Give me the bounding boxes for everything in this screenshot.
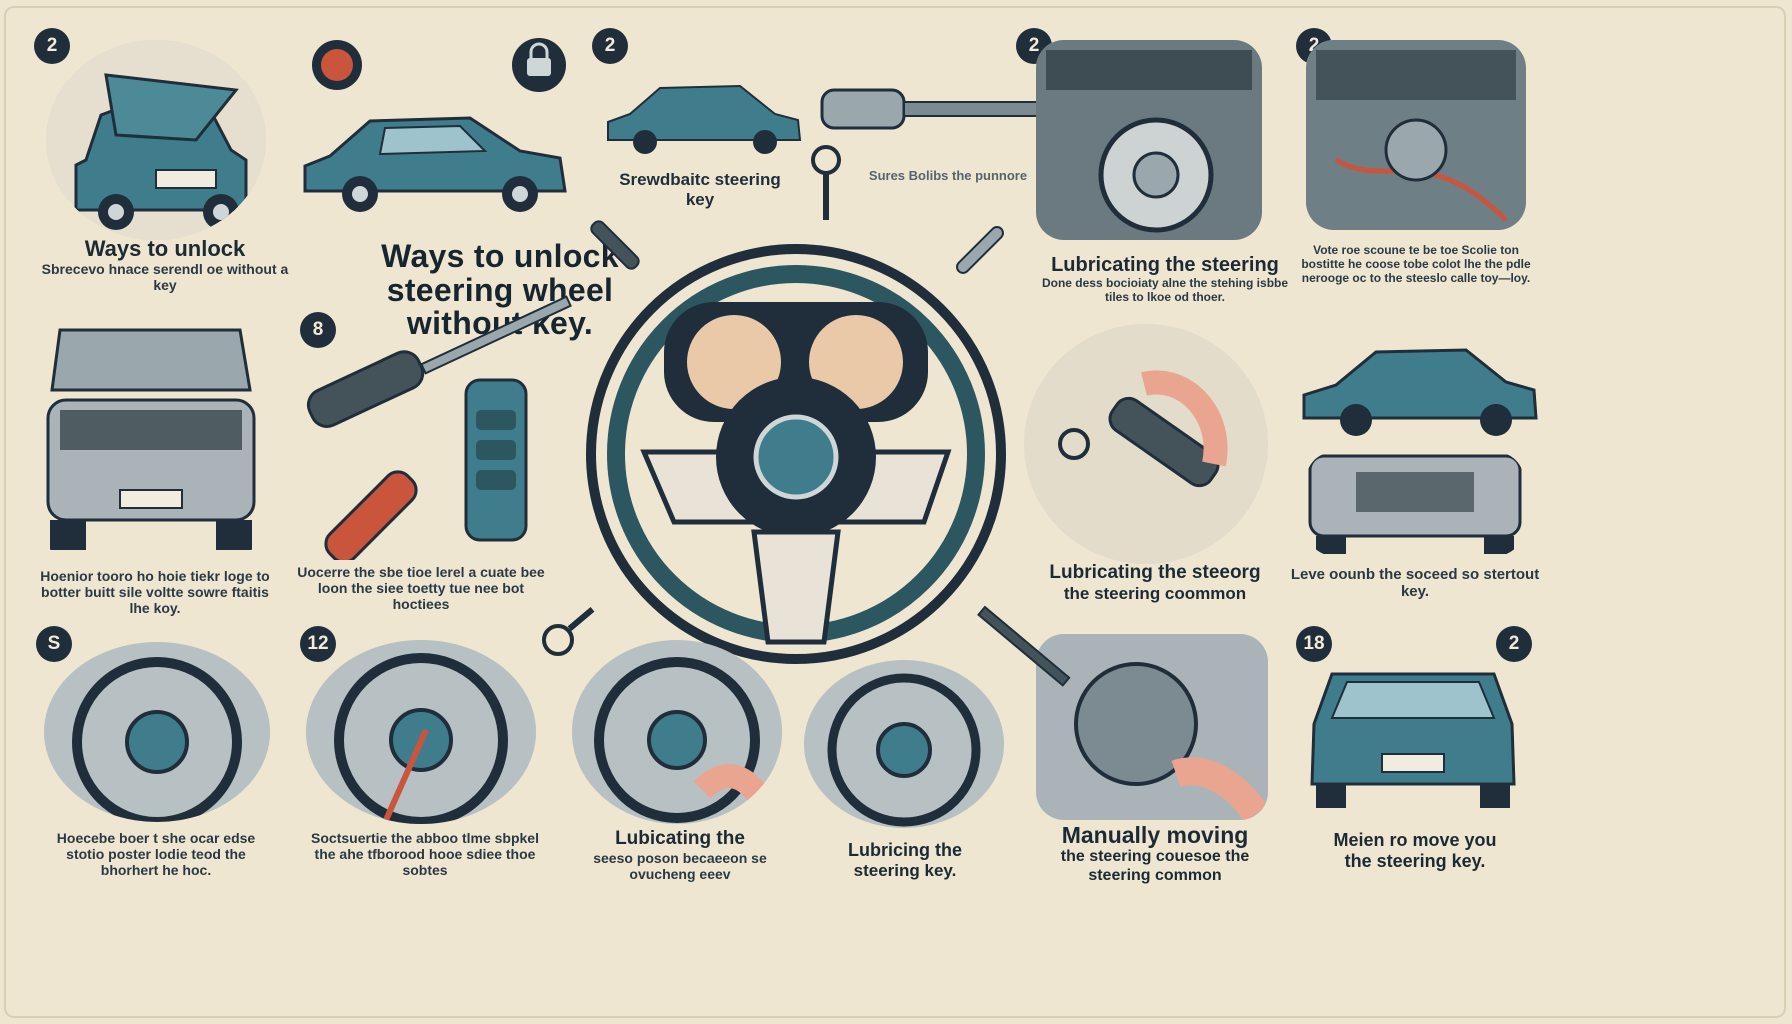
screwdriver-icon (306, 295, 572, 564)
step-badge-8: 18 (1296, 626, 1332, 662)
caption-body: Leve oounb the soceed so stertout key. (1290, 566, 1540, 601)
step-badge-6: S (36, 626, 72, 662)
steering-wheel-icon (572, 640, 782, 824)
small-screwdriver-left (580, 210, 650, 280)
caption-body: Vote roe scoune te be toe Scolie ton bos… (1301, 243, 1531, 285)
car-front-hood-open-illustration (40, 320, 262, 556)
alarm-icon-badge (312, 40, 362, 90)
steering-column-icon (1036, 40, 1262, 240)
steering-wheel-icon (586, 244, 1006, 664)
small-key-lower-left (536, 596, 606, 666)
caption-leve-oounb: Leve oounb the soceed so stertout key. (1290, 566, 1540, 601)
caption-vote-roe: Vote roe scoune te be toe Scolie ton bos… (1296, 243, 1536, 285)
caption-uocerre: Uocerre the sbe tioe lerel a cuate bee l… (296, 564, 546, 612)
lock-cylinder-hand-illustration (1036, 634, 1268, 820)
step-badge-7: 12 (300, 626, 336, 662)
caption-body: steering key. (853, 860, 957, 880)
caption-title: Meien ro move you (1333, 830, 1497, 850)
key-icon (811, 145, 841, 220)
caption-body: the steering key. (1344, 850, 1486, 871)
bolt-illustration (820, 84, 1070, 134)
car-icon (46, 328, 256, 550)
hand-icon (1036, 634, 1268, 820)
lock-icon (527, 42, 551, 76)
car-icon (1302, 348, 1538, 436)
small-car-illustration (600, 74, 805, 156)
car-front-teal-illustration (1302, 654, 1524, 814)
caption-body: Sbrecevo hnace serendl oe without a key (41, 261, 289, 294)
caption-body: the steering coommon (1063, 583, 1247, 603)
engine-wiring-illustration (1306, 40, 1526, 230)
caption-hoenior: Hoenior tooro ho hoie tiekr loge to bott… (30, 568, 280, 616)
steering-wheel-icon (306, 640, 536, 824)
central-steering-wheel (584, 242, 1008, 666)
dashboard-wheel-illustration-2 (306, 640, 536, 824)
caption-hoecebe: Hoecebe boer t she ocar edse stotio post… (36, 830, 276, 878)
key-icon (542, 607, 595, 656)
dashboard-wheel-illustration-3 (572, 640, 782, 824)
car-front-illustration (1306, 452, 1524, 556)
screwdriver-tools-illustration (296, 290, 586, 564)
key-icon-top (806, 144, 846, 224)
small-wrench-right (940, 210, 1020, 290)
caption-lubricating-steeorg: Lubricating the steeorg the steering coo… (1020, 562, 1290, 603)
wiring-icon (1306, 40, 1526, 230)
hand-icon (1024, 324, 1268, 564)
hand-with-screwdriver-illustration (1024, 324, 1268, 564)
steering-column-illustration (1036, 40, 1262, 240)
caption-body: Soctsuertie the abboo tlme sbpkel the ah… (311, 830, 539, 879)
small-tool-lower-right (960, 590, 1080, 700)
hero-car-illustration (290, 96, 575, 216)
caption-title: Manually moving (1061, 822, 1249, 848)
car-hood-open-illustration (46, 40, 266, 240)
dashboard-wheel-illustration-4 (804, 660, 1004, 828)
caption-body: Uocerre the sbe tioe lerel a cuate bee l… (297, 564, 545, 613)
wrench-icon (956, 226, 1004, 274)
caption-lubricating-steering: Lubricating the steering Done dess bocio… (1030, 254, 1300, 305)
step-badge-2: 2 (592, 28, 628, 64)
caption-lubricing-the: Lubricing the steering key. (800, 840, 1010, 880)
caption-screwdriver-key: Srewdbaitc steering key (619, 170, 781, 210)
screwdriver-icon (590, 220, 640, 270)
caption-sures-bolibs: Sures Bolibs the punnore (868, 168, 1028, 183)
caption-body: Hoecebe boer t she ocar edse stotio post… (56, 830, 256, 879)
caption-body: seeso poson becaeeon se ovucheng eeev (593, 849, 767, 882)
lock-icon-badge (512, 38, 566, 92)
car-icon (1310, 672, 1516, 808)
car-icon (1308, 454, 1522, 554)
caption-body: Hoenior tooro ho hoie tiekr loge to bott… (40, 568, 270, 617)
caption-body: Done dess bocioiaty alne the stehing isb… (1041, 276, 1289, 304)
side-car-illustration (1296, 340, 1541, 440)
caption-soctsuertie: Soctsuertie the abboo tlme sbpkel the ah… (300, 830, 550, 878)
caption-title: Lubricing the (848, 840, 962, 860)
caption-title: Lubricating the steering (1051, 254, 1279, 276)
step-badge-9: 2 (1496, 626, 1532, 662)
caption-title: Lubricating the steeorg (1049, 562, 1261, 583)
caption-title: Ways to unlock (84, 236, 246, 261)
caption-manually-moving: Manually moving the steering couesoe the… (1030, 822, 1280, 885)
bolt-icon (820, 88, 1065, 130)
caption-body: the steering couesoe the steering common (1060, 848, 1250, 884)
dashboard-wheel-illustration-1 (44, 642, 270, 822)
caption-lubicating-the: Lubicating the seeso poson becaeeon se o… (570, 828, 790, 882)
caption-meien-ro-move: Meien ro move you the steering key. (1290, 830, 1540, 871)
caption-title: Lubicating the (615, 828, 745, 849)
car-icon (46, 40, 266, 240)
page-frame (4, 6, 1786, 1018)
page-title: Ways to unlock steering wheel without ke… (381, 238, 619, 342)
steering-wheel-icon (804, 660, 1004, 828)
car-icon (303, 116, 567, 212)
screwdriver-icon (977, 605, 1071, 687)
caption-ways-to-unlock: Ways to unlock Sbrecevo hnace serendl oe… (30, 236, 300, 293)
step-badge-5: 8 (300, 312, 336, 348)
steering-wheel-icon (44, 642, 270, 822)
step-badge-1: 2 (34, 28, 70, 64)
car-icon (607, 84, 802, 154)
